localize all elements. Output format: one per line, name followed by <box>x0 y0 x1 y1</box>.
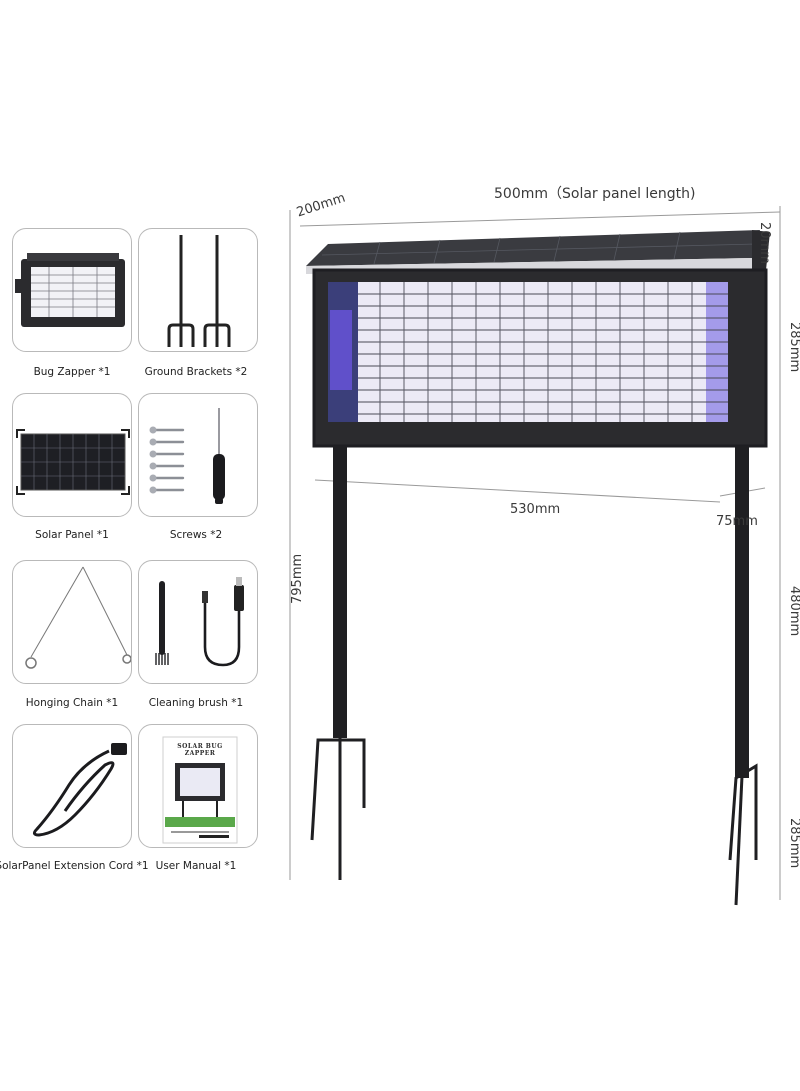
dim-pole-span: 530mm <box>510 502 561 517</box>
dim-top-length: 500mm（Solar panel length) <box>494 186 696 202</box>
tile-bug-zapper <box>12 228 132 352</box>
tile-hanging-chain <box>12 560 132 684</box>
bug-zapper-icon <box>15 253 125 327</box>
solar-roof <box>306 230 770 274</box>
cord-icon <box>32 743 127 837</box>
screw-icon <box>149 408 225 504</box>
caption-cleaning-brush: Cleaning brush *1 <box>148 697 244 709</box>
zapper-body <box>312 268 768 448</box>
solar-panel-icon <box>16 429 130 495</box>
caption-user-manual: User Manual *1 <box>155 860 237 872</box>
manual-icon <box>162 736 238 844</box>
manual-cover-title: SOLAR BUG ZAPPER <box>177 743 223 757</box>
support-poles <box>310 446 758 906</box>
dim-roof-thickness: 20mm <box>757 222 772 264</box>
dim-pole-offset: 75mm <box>716 514 758 529</box>
caption-bug-zapper: Bug Zapper *1 <box>33 366 111 378</box>
caption-extension-cord: SolarPanel Extension Cord *1 <box>0 860 149 872</box>
tile-user-manual: SOLAR BUG ZAPPER <box>138 724 258 848</box>
tile-solar-panel <box>12 393 132 517</box>
caption-screws: Screws *2 <box>169 529 223 541</box>
ground-bracket-icon <box>167 235 231 347</box>
caption-hanging-chain: Honging Chain *1 <box>25 697 119 709</box>
dimension-lines <box>289 206 781 900</box>
tile-screws <box>138 393 258 517</box>
caption-solar-panel: Solar Panel *1 <box>35 529 109 541</box>
dim-pole-height: 480mm <box>787 586 800 637</box>
chain-icon <box>25 566 131 669</box>
dim-total-height: 795mm <box>290 553 305 604</box>
tile-cleaning-brush <box>138 560 258 684</box>
dim-body-height: 285mm <box>787 322 800 373</box>
brush-icon <box>155 577 244 667</box>
tile-extension-cord <box>12 724 132 848</box>
dim-stake-height: 285mm <box>787 818 800 869</box>
accessory-grid: Bug Zapper *1 Ground Brackets *2 <box>0 0 280 900</box>
caption-ground-brackets: Ground Brackets *2 <box>144 366 248 378</box>
tile-ground-brackets <box>138 228 258 352</box>
